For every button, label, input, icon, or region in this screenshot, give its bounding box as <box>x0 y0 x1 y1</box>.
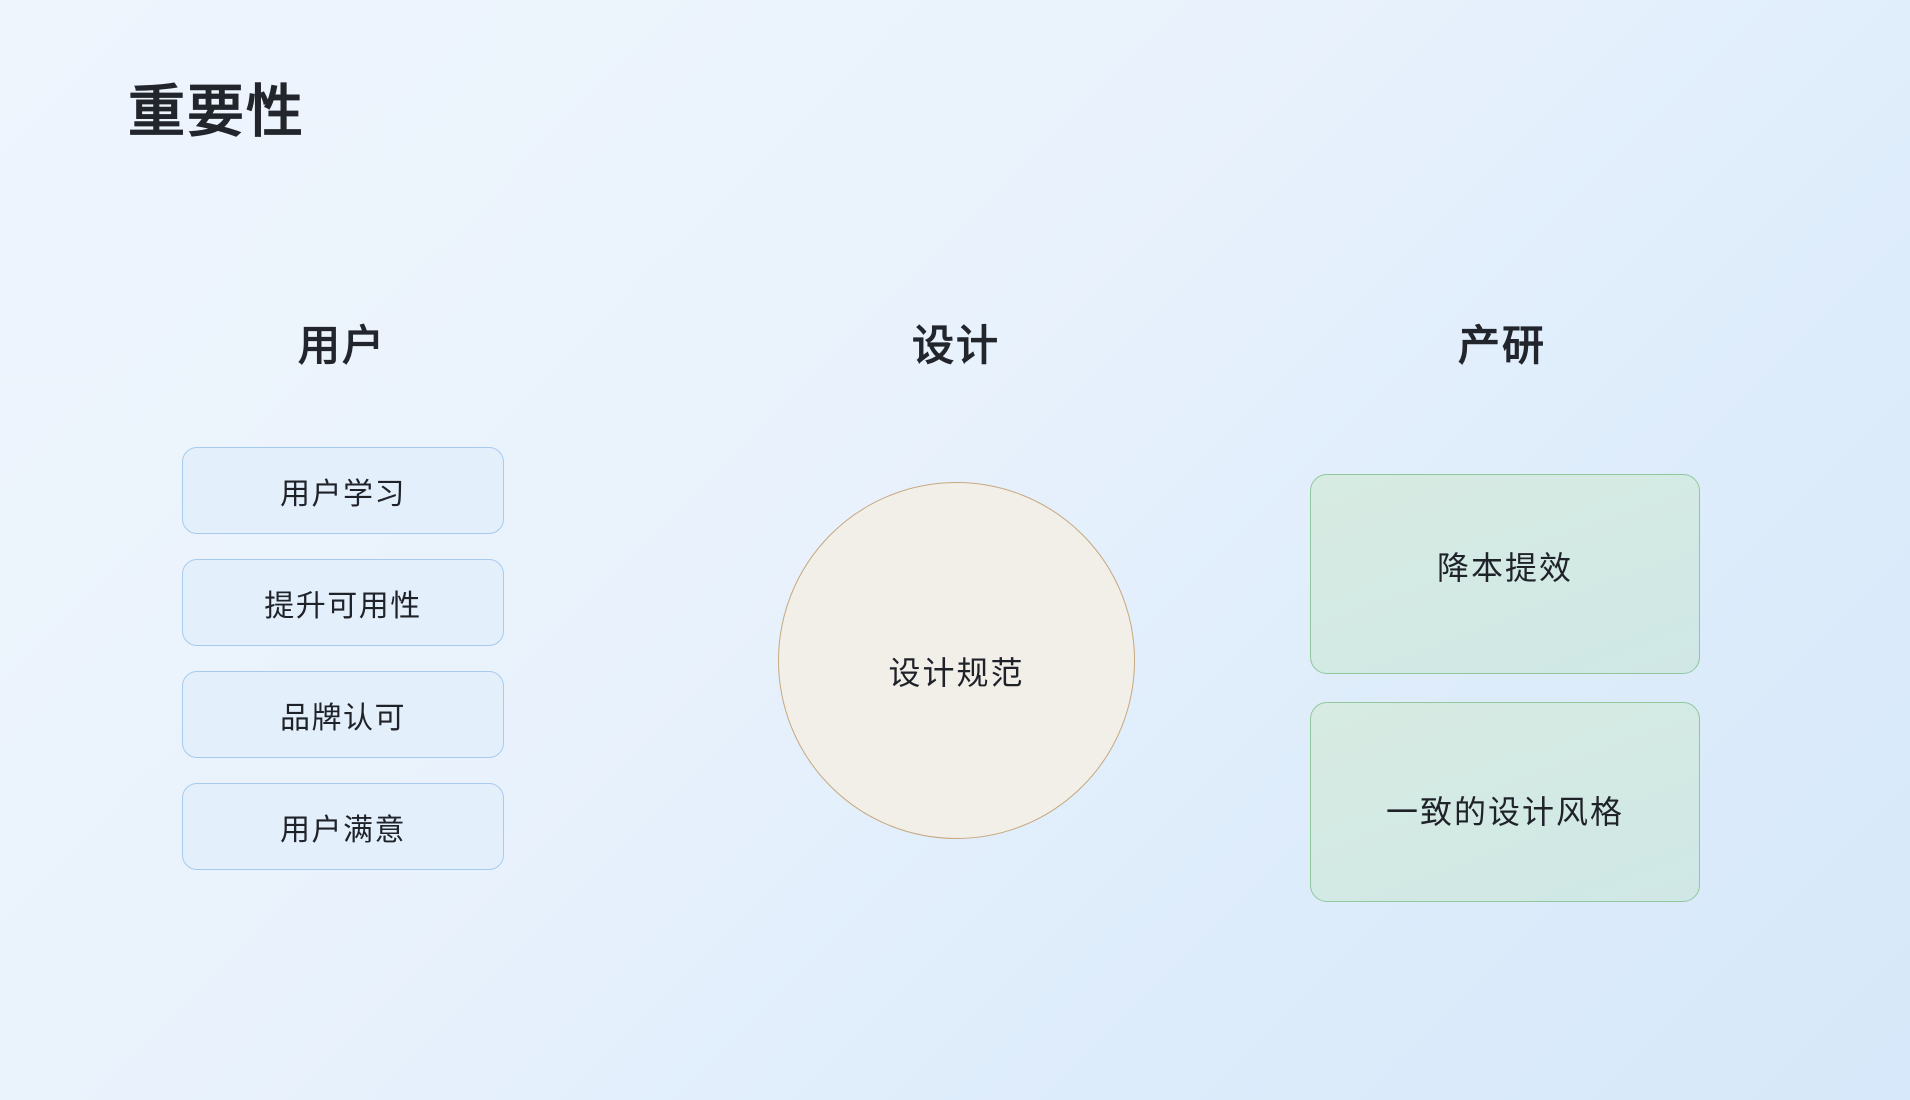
rnd-card-consistent-style[interactable]: 一致的设计风格 <box>1310 702 1700 902</box>
users-card-user-learning[interactable]: 用户学习 <box>182 447 504 534</box>
column-header-users: 用户 <box>297 322 387 369</box>
users-card-list: 用户学习 提升可用性 品牌认可 用户满意 <box>182 447 504 870</box>
rnd-card-list: 降本提效 一致的设计风格 <box>1310 474 1700 902</box>
users-card-user-satisfaction[interactable]: 用户满意 <box>182 783 504 870</box>
users-card-brand-recognition[interactable]: 品牌认可 <box>182 671 504 758</box>
column-header-rnd: 产研 <box>1457 322 1547 369</box>
users-card-usability[interactable]: 提升可用性 <box>182 559 504 646</box>
rnd-card-cost-reduction-label: 降本提效 <box>1436 550 1573 586</box>
rnd-card-consistent-style-label: 一致的设计风格 <box>1385 794 1624 830</box>
column-header-design: 设计 <box>911 322 1001 369</box>
design-spec-circle-label: 设计规范 <box>888 654 1025 691</box>
rnd-card-cost-reduction[interactable]: 降本提效 <box>1310 474 1700 674</box>
page-title: 重要性 <box>128 80 305 144</box>
design-spec-circle[interactable]: 设计规范 <box>778 482 1135 839</box>
